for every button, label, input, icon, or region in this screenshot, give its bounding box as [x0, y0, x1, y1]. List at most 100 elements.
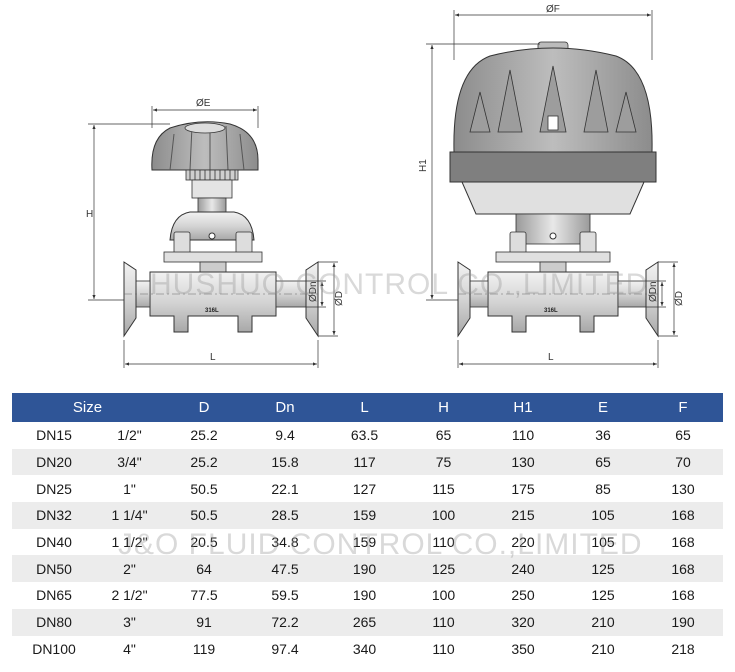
table-cell: 3"	[96, 608, 163, 636]
table-cell: 25.2	[190, 427, 218, 444]
table-cell: 4"	[123, 640, 136, 657]
handwheel	[151, 121, 259, 171]
table-cell: 110	[432, 534, 455, 551]
table-cell: 190	[643, 608, 723, 636]
dim-label-h1: H1	[418, 159, 429, 172]
dim-label-l-manual: L	[210, 352, 216, 363]
table-cell: 168	[671, 587, 695, 604]
table-header-row: Size D Dn L H H1 E F	[12, 393, 723, 422]
table-cell: 125	[591, 587, 615, 604]
table-cell: 65	[675, 427, 691, 444]
table-cell: DN15	[36, 427, 72, 444]
dim-label-dn-manual: ØDn	[308, 281, 319, 302]
table-cell: 265	[325, 608, 404, 636]
table-cell: 340	[352, 640, 377, 657]
table-cell: 28.5	[245, 502, 325, 529]
table-cell: 15.8	[245, 448, 325, 476]
table-cell: 110	[404, 608, 483, 636]
table-cell: 168	[643, 555, 723, 583]
table-cell: 115	[432, 480, 455, 497]
table-cell: 105	[591, 534, 615, 551]
header-f: F	[643, 393, 723, 422]
table-cell: 65	[435, 427, 452, 444]
table-cell: DN65	[36, 587, 72, 604]
table-cell: 125	[563, 555, 643, 583]
table-cell: 22.1	[271, 480, 299, 497]
table-cell: 190	[325, 555, 404, 583]
table-cell: 1"	[123, 480, 136, 497]
table-cell: 168	[671, 534, 695, 551]
table-cell: 85	[595, 480, 611, 497]
table-cell: DN50	[12, 555, 96, 583]
header-size: Size	[12, 393, 163, 422]
table-cell: 1 1/2"	[111, 534, 148, 551]
header-e: E	[563, 393, 643, 422]
table-cell: 75	[404, 448, 483, 476]
dim-label-d-manual: ØD	[334, 291, 345, 306]
dim-label-l-pneumatic: L	[548, 352, 554, 363]
table-cell: DN25	[36, 480, 72, 497]
table-cell: 125	[404, 555, 483, 583]
header-h1: H1	[483, 393, 563, 422]
table-cell: 50.5	[163, 502, 245, 529]
table-cell: 20.5	[190, 534, 218, 551]
table-cell: 64	[163, 555, 245, 583]
table-cell: 350	[511, 640, 535, 657]
table-cell: 218	[671, 640, 695, 657]
table-cell: 130	[671, 480, 695, 497]
table-cell: 119	[192, 640, 216, 657]
table-cell: 77.5	[190, 587, 218, 604]
pneumatic-material-mark: 316L	[544, 308, 558, 314]
table-cell: 105	[563, 502, 643, 529]
table-cell: 320	[483, 608, 563, 636]
table-cell: 215	[483, 502, 563, 529]
table-cell: 220	[511, 534, 535, 551]
table-cell: 210	[591, 640, 615, 657]
dim-label-e: ØE	[196, 98, 211, 109]
table-cell: 70	[643, 448, 723, 476]
table-cell: 110	[432, 640, 455, 657]
manual-material-mark: 316L	[205, 308, 219, 314]
table-cell: 1 1/4"	[96, 502, 163, 529]
manual-diaphragm-valve: 316L	[123, 121, 319, 338]
table-cell: DN32	[12, 502, 96, 529]
manual-dimensions	[88, 106, 338, 368]
table-cell: 91	[163, 608, 245, 636]
table-cell: 117	[325, 448, 404, 476]
table-row: DN100 4" 119 97.4 340 110 350 210 218	[12, 636, 723, 663]
pneumatic-diaphragm-valve: 316L	[449, 41, 659, 338]
table-cell: 100	[431, 587, 456, 604]
table-cell: 190	[352, 587, 377, 604]
table-cell: DN100	[32, 640, 76, 657]
table-cell: DN20	[12, 448, 96, 476]
table-cell: 159	[352, 534, 377, 551]
table-cell: 240	[483, 555, 563, 583]
table-cell: 97.4	[271, 640, 299, 657]
table-cell: 250	[511, 587, 535, 604]
table-cell: DN80	[12, 608, 96, 636]
table-cell: 3/4"	[96, 448, 163, 476]
table-cell: 159	[325, 502, 404, 529]
dim-label-f: ØF	[546, 4, 560, 15]
table-cell: 59.5	[271, 587, 299, 604]
table-cell: 210	[563, 608, 643, 636]
header-l: L	[325, 393, 404, 422]
table-cell: 72.2	[245, 608, 325, 636]
dim-label-dn-pneumatic: ØDn	[648, 281, 659, 302]
header-h: H	[404, 393, 483, 422]
pneumatic-dimensions	[426, 10, 678, 368]
table-cell: 36	[595, 427, 611, 444]
table-cell: 25.2	[163, 448, 245, 476]
table-cell: 110	[511, 427, 535, 444]
valve-technical-drawing: 316L ØE H L ØDn ØD	[86, 4, 685, 368]
table-cell: 63.5	[350, 427, 379, 444]
